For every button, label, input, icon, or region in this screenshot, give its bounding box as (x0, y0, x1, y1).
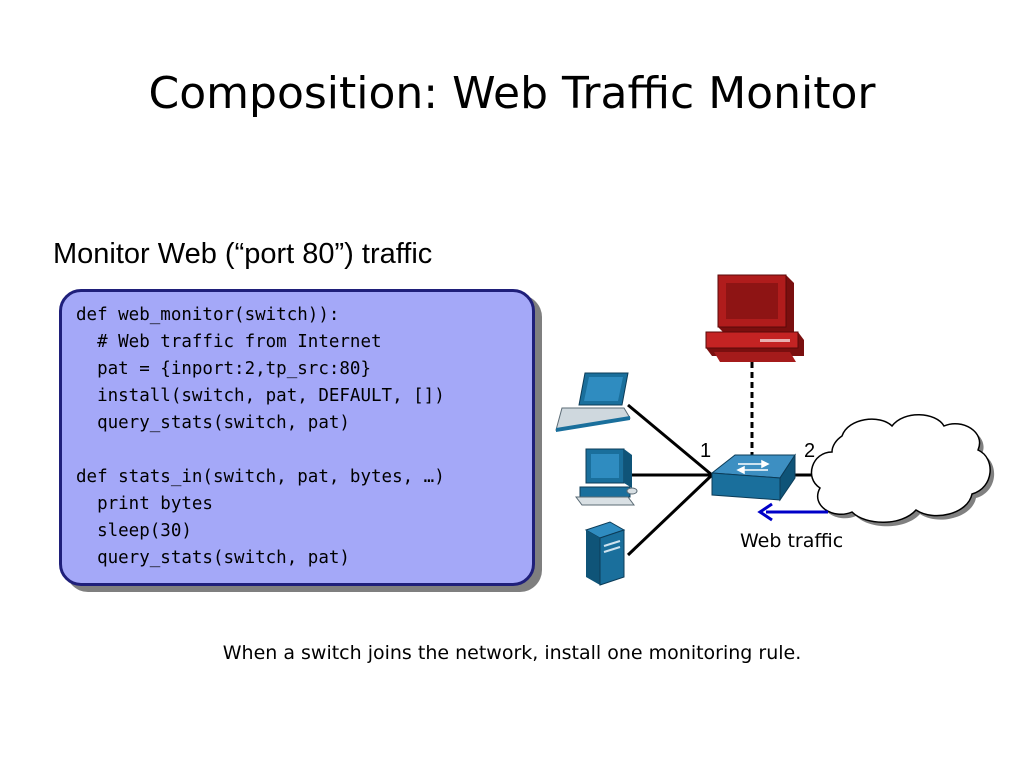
code-line: print bytes (76, 494, 213, 514)
laptop-icon (555, 372, 631, 432)
web-traffic-label: Web traffic (740, 530, 844, 552)
code-line: query_stats(switch, pat) (76, 413, 350, 433)
link-server-switch (626, 473, 714, 557)
code-line: sleep(30) (76, 521, 192, 541)
code-line: def web_monitor(switch)): (76, 305, 340, 325)
port-label-2: 2 (804, 440, 816, 462)
desktop-computer-icon (575, 448, 638, 506)
port-label-1: 1 (700, 440, 712, 462)
slide-title: Composition: Web Traffic Monitor (148, 68, 876, 119)
code-line: install(switch, pat, DEFAULT, []) (76, 386, 445, 406)
caption: When a switch joins the network, install… (222, 642, 802, 664)
cloud-icon (810, 414, 995, 527)
switch-icon (710, 453, 796, 502)
code-line: pat = {inport:2,tp_src:80} (76, 359, 372, 379)
subtitle: Monitor Web (“port 80”) traffic (53, 238, 433, 270)
code-line: query_stats(switch, pat) (76, 548, 350, 568)
arrow-icon (757, 502, 828, 522)
monitor-workstation-icon (705, 274, 804, 362)
server-icon (584, 521, 626, 586)
code-line: # Web traffic from Internet (76, 332, 382, 352)
network-diagram (555, 274, 995, 586)
code-box (59, 289, 535, 586)
link-laptop-switch (627, 403, 713, 477)
code-line: def stats_in(switch, pat, bytes, …) (76, 467, 445, 487)
